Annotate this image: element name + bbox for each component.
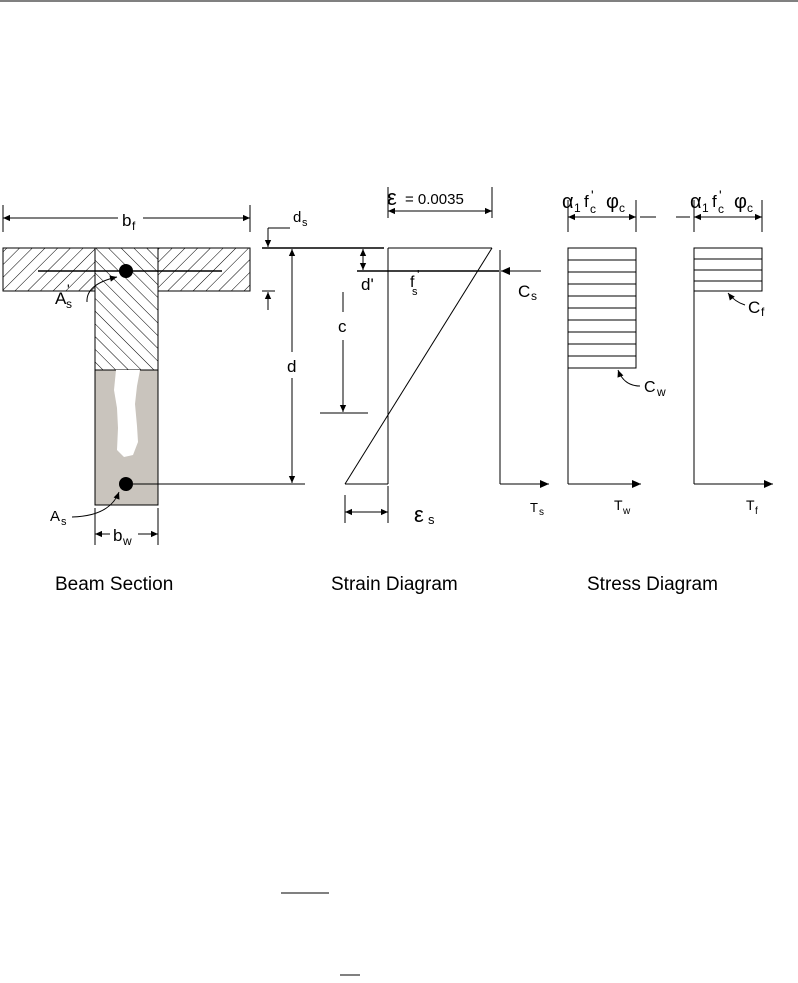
tension-steel-strain-label: ε s: [414, 502, 435, 527]
svg-text:b: b: [122, 211, 131, 230]
flange-width-label: b f: [122, 211, 136, 233]
compression-steel-label: A ' s: [55, 275, 118, 311]
svg-text:s: s: [302, 217, 308, 229]
tension-steel-force: T s: [499, 250, 549, 518]
strain-diagram: ε = 0.0035 c d' f ' s: [320, 185, 499, 595]
stress-diagram: C s T s α 1 f ' c φ: [499, 187, 773, 595]
compression-steel-bar: [119, 264, 133, 278]
tension-steel-strain-dimension: ε s: [344, 486, 435, 527]
svg-text:1: 1: [574, 201, 581, 215]
web-width-dimension: b w: [94, 508, 159, 548]
steel-depth-label: d s: [293, 209, 308, 229]
beam-section: b f A ' s A s: [2, 205, 384, 595]
svg-text:C: C: [748, 298, 760, 317]
svg-text:φ: φ: [606, 191, 619, 213]
svg-text:ε: ε: [387, 185, 397, 210]
svg-text:w: w: [622, 506, 631, 517]
svg-text:c: c: [747, 201, 753, 215]
flange-stress-block: α 1 f ' c φ c T f: [676, 187, 773, 517]
svg-text:w: w: [122, 534, 132, 548]
svg-text:c: c: [718, 202, 724, 216]
svg-text:d: d: [293, 209, 301, 226]
compression-steel-depth-dimension: d': [359, 249, 374, 294]
tension-steel-pointer: [71, 491, 120, 518]
svg-text:α: α: [562, 191, 574, 213]
flange-compression-force: C f: [727, 292, 765, 319]
svg-text:': ': [417, 267, 419, 282]
svg-text:f: f: [132, 219, 136, 233]
svg-text:b: b: [113, 526, 122, 545]
svg-text:A: A: [55, 289, 67, 308]
svg-text:f: f: [761, 305, 765, 319]
svg-text:1: 1: [702, 201, 709, 215]
tension-steel-bar: [119, 477, 133, 491]
effective-depth-dimension: d: [287, 249, 296, 483]
flange-tension-force: T f: [694, 479, 773, 517]
compression-steel-force: C s: [501, 266, 541, 303]
web-stress-block: α 1 f ' c φ c: [562, 187, 666, 517]
stress-diagram-caption: Stress Diagram: [587, 574, 718, 595]
svg-text:T: T: [746, 497, 755, 513]
svg-text:C: C: [518, 282, 530, 301]
strain-diagram-caption: Strain Diagram: [331, 574, 458, 595]
svg-text:A: A: [50, 508, 60, 525]
svg-text:': ': [719, 187, 722, 203]
svg-text:c: c: [619, 201, 625, 215]
web-block-width-dimension: α 1 f ' c φ c: [562, 187, 656, 232]
steel-depth-dimension: d s: [262, 209, 308, 310]
flange-block-width-dimension: α 1 f ' c φ c: [676, 187, 763, 232]
svg-text:s: s: [412, 286, 418, 298]
svg-text:φ: φ: [734, 191, 747, 213]
web-block-intensity-label: α 1 f ' c φ c: [562, 187, 625, 216]
svg-text:s: s: [428, 512, 435, 527]
beam-section-caption: Beam Section: [55, 574, 173, 595]
effective-depth-label: d: [287, 357, 296, 376]
strain-profile-line: [344, 247, 493, 485]
top-strain-dimension: ε = 0.0035: [387, 185, 493, 218]
svg-text:= 0.0035: = 0.0035: [405, 191, 464, 208]
compression-steel-depth-label: d': [361, 275, 374, 294]
compression-steel-pointer: [86, 275, 118, 303]
flange-block-intensity-label: α 1 f ' c φ c: [690, 187, 753, 216]
web-crack: [114, 370, 140, 457]
svg-text:s: s: [539, 507, 544, 518]
svg-text:T: T: [530, 500, 538, 515]
svg-text:s: s: [61, 516, 67, 528]
svg-text:α: α: [690, 191, 702, 213]
web-tension-force: T w: [568, 479, 641, 517]
neutral-axis-depth-dimension: c: [338, 292, 347, 412]
svg-text:s: s: [66, 297, 72, 311]
top-strain-label: ε = 0.0035: [387, 185, 464, 210]
tension-steel-label: A s: [50, 491, 120, 528]
svg-text:f: f: [584, 192, 589, 211]
web-compression-force: C w: [617, 369, 666, 399]
svg-text:ε: ε: [414, 502, 424, 527]
svg-text:c: c: [590, 202, 596, 216]
svg-text:f: f: [712, 192, 717, 211]
svg-text:f: f: [410, 274, 415, 291]
neutral-axis-depth-label: c: [338, 317, 347, 336]
svg-text:T: T: [614, 497, 623, 513]
svg-text:': ': [591, 187, 594, 203]
svg-text:f: f: [755, 506, 758, 517]
svg-text:C: C: [644, 379, 656, 396]
svg-text:s: s: [531, 289, 537, 303]
svg-text:w: w: [656, 385, 666, 399]
web-width-label: b w: [113, 526, 132, 548]
compression-steel-stress-label: f ' s: [410, 267, 419, 298]
flange-width-dimension: b f: [2, 205, 251, 233]
svg-text:': ': [67, 281, 70, 297]
